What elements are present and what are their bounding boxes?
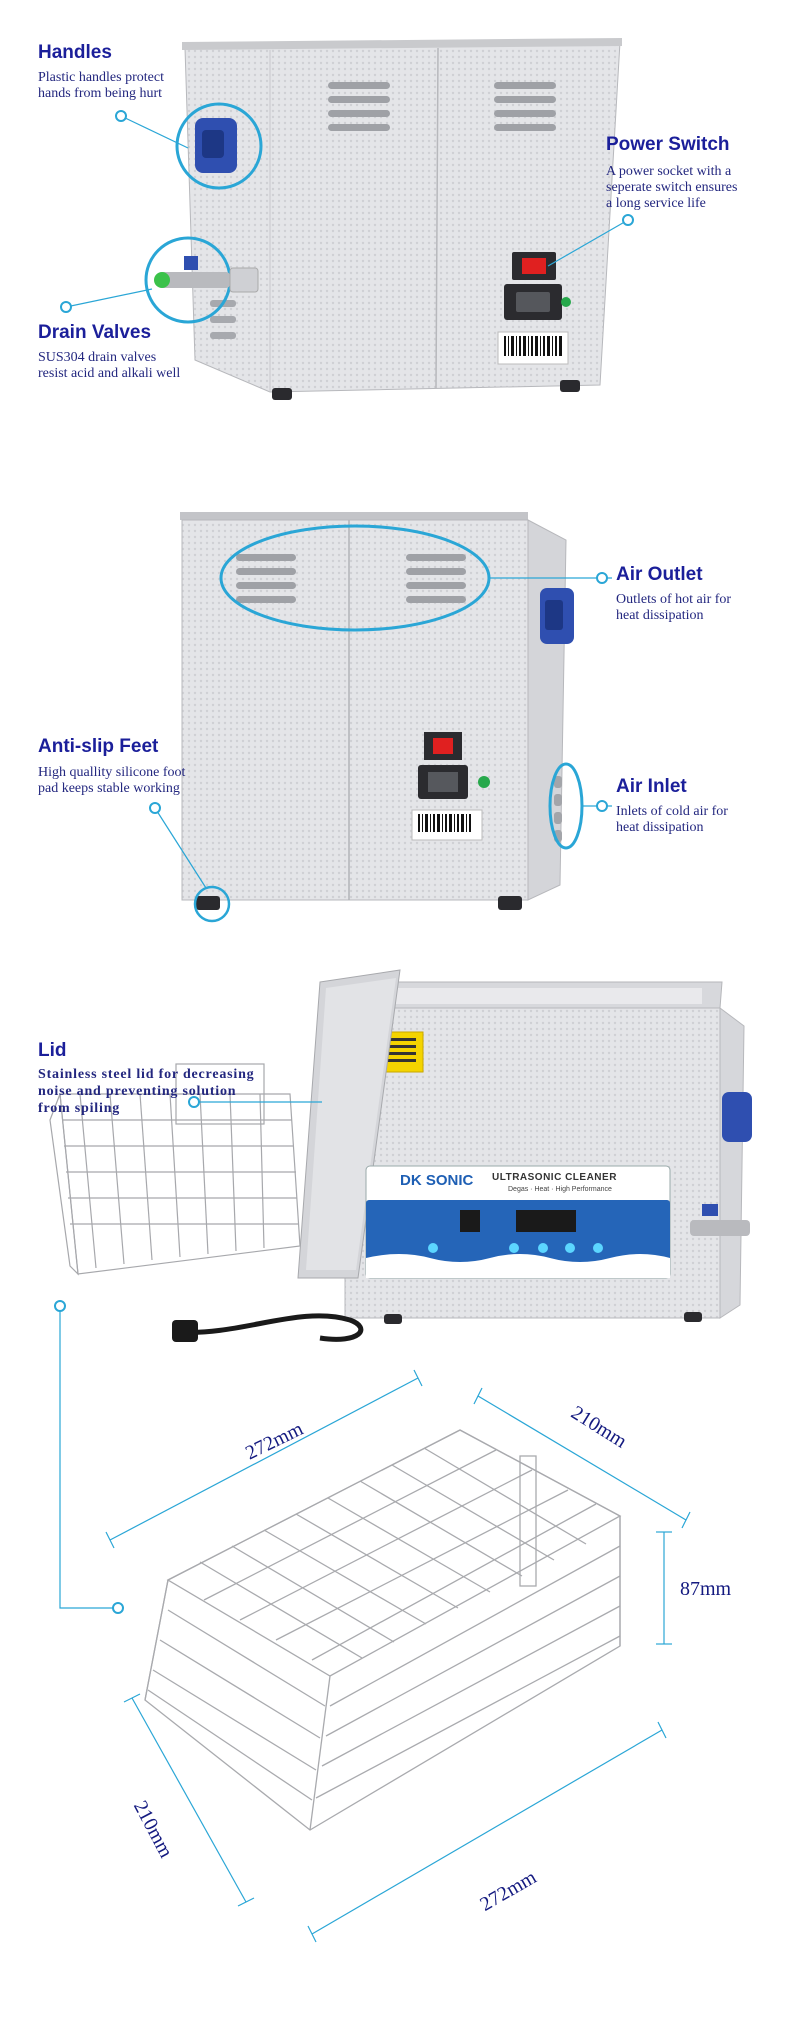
- panel-subtitle: Degas · Heat · High Performance: [508, 1186, 612, 1193]
- drain-valves-description: SUS304 drain valves resist acid and alka…: [38, 350, 181, 381]
- air-outlet-description: Outlets of hot air for heat dissipation: [616, 592, 732, 623]
- drain-valves-title: Drain Valves: [38, 322, 152, 343]
- side-view-section: Handles Plastic handles protect hands fr…: [0, 0, 800, 440]
- back-view-section: Air Outlet Outlets of hot air for heat d…: [0, 480, 800, 940]
- brand-logo: DK SONIC: [400, 1172, 474, 1189]
- handles-description: Plastic handles protect hands from being…: [38, 70, 164, 101]
- anti-slip-feet-description: High quallity silicone foot pad keeps st…: [38, 765, 186, 796]
- small-basket: [49, 1063, 301, 1276]
- handles-title: Handles: [38, 42, 112, 63]
- air-inlet-description: Inlets of cold air for heat dissipation: [616, 804, 728, 835]
- side-view-illustration: [60, 38, 634, 400]
- air-inlet-title: Air Inlet: [616, 776, 687, 797]
- cleaner-top-edge: [182, 38, 622, 50]
- lid-description: Stainless steel lid for decreasing noise…: [38, 1067, 255, 1116]
- lid-basket-section: Lid Stainless steel lid for decreasing n…: [0, 960, 800, 2021]
- power-cord: [179, 1313, 364, 1342]
- back-view-illustration: [149, 512, 612, 923]
- handle-highlight-circle: [175, 102, 263, 190]
- vent-slots-right: [494, 82, 556, 131]
- lid-title: Lid: [38, 1040, 67, 1061]
- power-switch-title: Power Switch: [606, 134, 730, 155]
- feet-highlight: [193, 885, 231, 923]
- cleaner-back-body: [181, 519, 529, 901]
- anti-slip-feet-title: Anti-slip Feet: [38, 736, 159, 757]
- panel-title: ULTRASONIC CLEANER: [492, 1172, 617, 1183]
- large-basket: [144, 1429, 622, 1831]
- vent-slots-left: [328, 82, 390, 131]
- dim-height: 87mm: [680, 1578, 732, 1600]
- air-outlet-title: Air Outlet: [616, 564, 703, 585]
- lid-basket-illustration: [49, 969, 752, 1943]
- power-switch-description: A power socket with a seperate switch en…: [606, 164, 738, 211]
